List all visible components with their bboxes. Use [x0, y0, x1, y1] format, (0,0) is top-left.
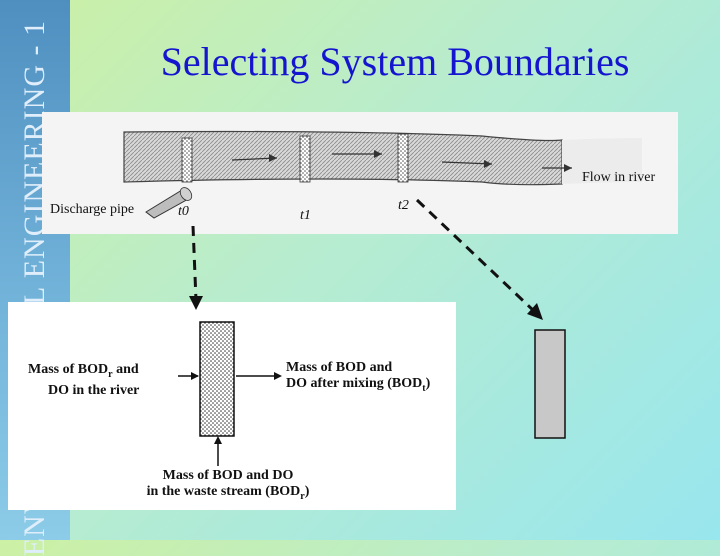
section-t1 [299, 135, 311, 183]
dashed-arrow-t0 [191, 225, 198, 301]
waste-stream-label: Mass of BOD and DO in the waste stream (… [146, 468, 310, 502]
river-input-label: Mass of BODr and DO in the river [28, 362, 140, 398]
slide-title: Selecting System Boundaries [160, 39, 630, 84]
mixing-drawing [178, 321, 282, 466]
time-label-t0: t0 [178, 204, 189, 219]
control-volume-box [199, 321, 235, 437]
connector-overlay [189, 198, 566, 439]
flow-in-river-label: Flow in river [582, 170, 656, 185]
mixing-figure: Mass of BODr and DO in the river Mass of… [8, 302, 456, 510]
section-t0 [181, 137, 193, 183]
mixed-output-label: Mass of BOD and DO after mixing (BODt) [286, 360, 431, 394]
dashed-arrow-t2 [415, 198, 537, 314]
river-figure: Discharge pipe Flow in river t0 t1 t2 [42, 112, 678, 234]
discharge-pipe-label: Discharge pipe [50, 202, 135, 217]
time-label-t1: t1 [300, 208, 311, 223]
time-label-t2: t2 [398, 198, 409, 213]
river-drawing [123, 130, 642, 219]
river-tail [562, 138, 642, 184]
gray-control-volume [534, 329, 566, 439]
flow-arrow-3 [441, 161, 493, 165]
section-t2 [397, 133, 409, 183]
